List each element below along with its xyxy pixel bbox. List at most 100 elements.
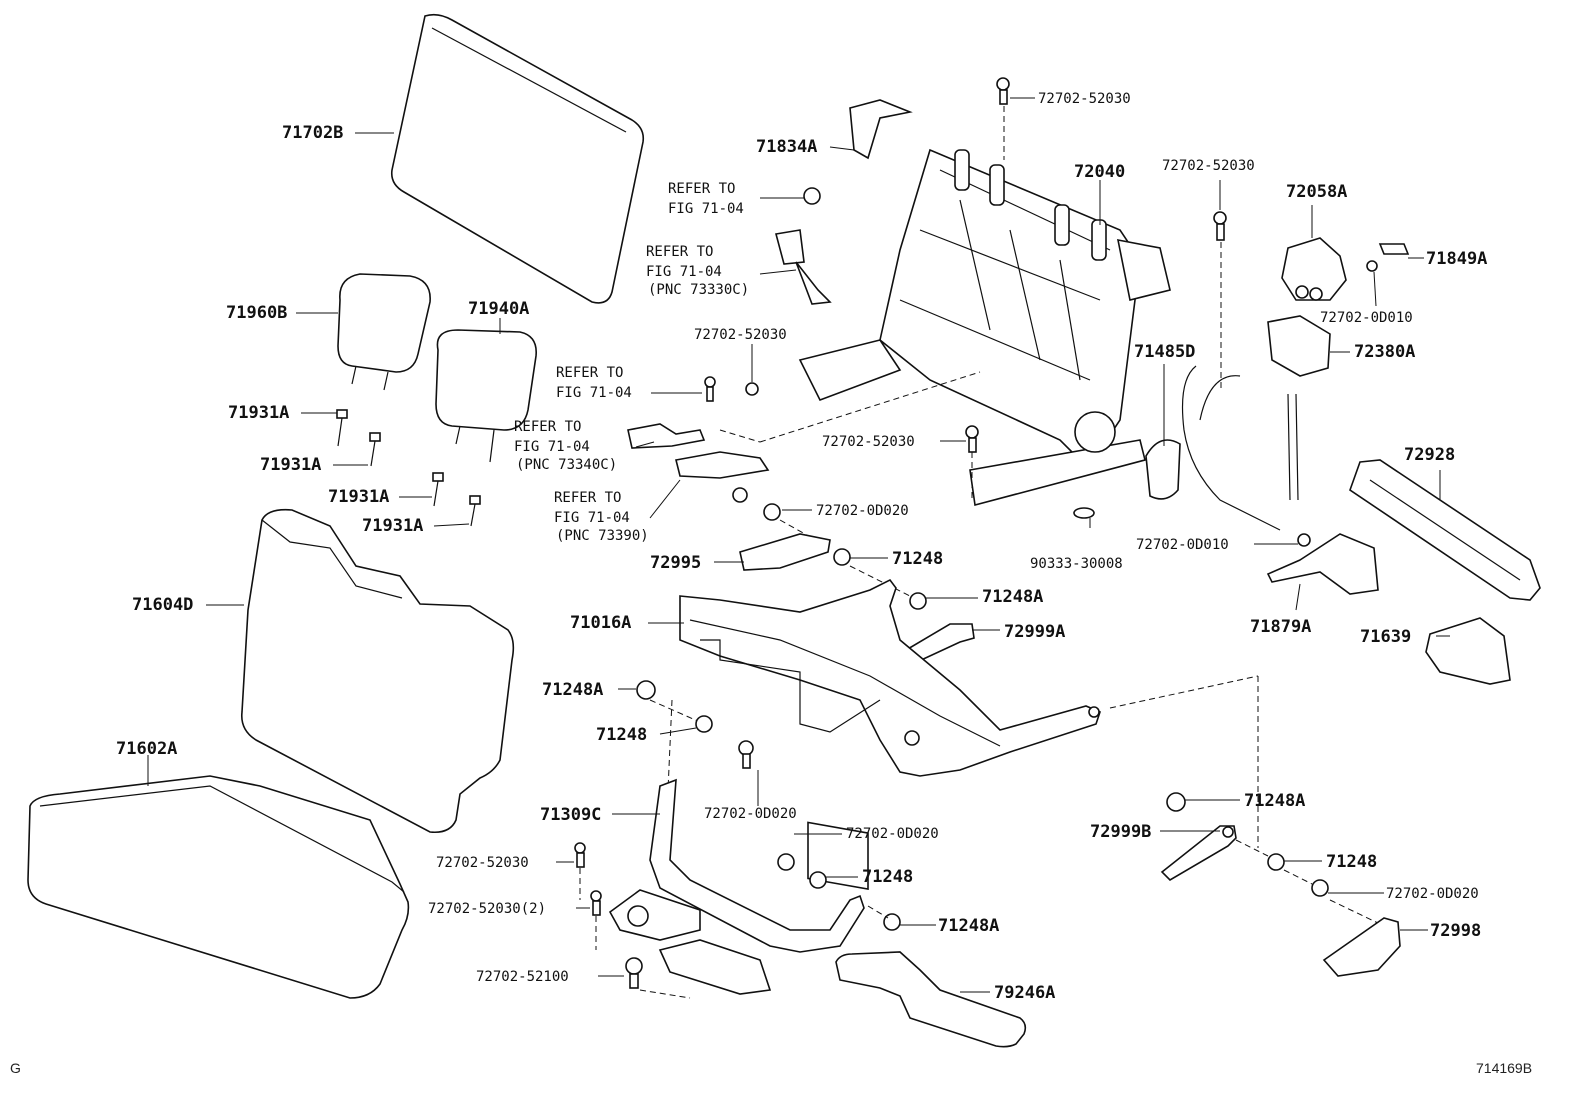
bolt-72702-0D020-left: [738, 740, 754, 769]
bracket-72999B: [1160, 825, 1237, 882]
nut-71248-mid: [809, 871, 827, 889]
bracket-72380A: [1267, 315, 1331, 377]
label-71604D: 71604D: [132, 595, 193, 615]
label-71248-d: 71248: [862, 867, 913, 887]
ref2-line1: REFER TO: [646, 244, 713, 260]
label-72995: 72995: [650, 553, 701, 573]
dash-0D020-right: [1283, 869, 1313, 885]
label-72998: 72998: [1430, 921, 1481, 941]
ref5-line1: REFER TO: [554, 490, 621, 506]
belt-buckle-lower-1: [627, 423, 706, 449]
figure-number: 714169B: [1476, 1060, 1533, 1076]
bolt-72702-0D020-upper: [763, 503, 781, 521]
label-71248A-b: 71248A: [542, 680, 603, 700]
ref2-line3: (PNC 73330C): [648, 282, 749, 298]
label-72702-52030-2: 72702-52030(2): [428, 901, 546, 917]
bolt-72702-52030-center: [965, 425, 979, 453]
label-72702-0D020-c: 72702-0D020: [846, 826, 939, 842]
label-71931A-4: 71931A: [362, 516, 423, 536]
dash-left-vertical: [667, 699, 673, 791]
label-79246A: 79246A: [994, 983, 1055, 1003]
label-72380A: 72380A: [1354, 342, 1415, 362]
nut-71248-right: [1267, 853, 1285, 871]
label-71834A: 71834A: [756, 137, 817, 157]
ref4-line3: (PNC 73340C): [516, 457, 617, 473]
label-72702-52030-a: 72702-52030: [1038, 91, 1131, 107]
bolt-72702-52030-buckle: [704, 376, 716, 402]
ref4-line2: FIG 71-04: [514, 439, 590, 455]
headrest-71960B: [337, 273, 431, 391]
dash-72998: [1329, 899, 1381, 925]
label-72702-52030-e: 72702-52030: [436, 855, 529, 871]
dash-71248-upper: [849, 565, 911, 597]
leader-71248-left: [659, 727, 697, 735]
ref3-line2: FIG 71-04: [556, 385, 632, 401]
seatback-71604D: [240, 508, 515, 834]
cover-71639: [1425, 617, 1511, 685]
label-72999B: 72999B: [1090, 822, 1151, 842]
label-71248-c: 71248: [1326, 852, 1377, 872]
label-72928: 72928: [1404, 445, 1455, 465]
label-72702-52030-d: 72702-52030: [822, 434, 915, 450]
headrest-71940A: [435, 329, 537, 463]
label-71940A: 71940A: [468, 299, 529, 319]
dash-buckle: [719, 429, 761, 443]
recliner-72058A: [1281, 237, 1347, 301]
bolt-72702-0D010-top: [1366, 260, 1378, 272]
clip-71849A: [1378, 243, 1410, 255]
label-72058A: 72058A: [1286, 182, 1347, 202]
nut-71248-left: [695, 715, 713, 733]
label-90333-30008: 90333-30008: [1030, 556, 1123, 572]
label-72702-52030-c: 72702-52030: [694, 327, 787, 343]
label-72702-52030-b: 72702-52030: [1162, 158, 1255, 174]
leader-ref2: [759, 269, 797, 275]
label-71702B: 71702B: [282, 123, 343, 143]
bolt-72702-52030-left: [745, 382, 759, 396]
ref1-line2: FIG 71-04: [668, 201, 744, 217]
bracket-71879A: [1266, 533, 1379, 595]
label-71309C: 71309C: [540, 805, 601, 825]
headrest-guide-71931A-2: [369, 432, 381, 467]
label-71248A-c: 71248A: [1244, 791, 1305, 811]
cover-72998: [1322, 917, 1401, 977]
label-71639: 71639: [1360, 627, 1411, 647]
nut-71248-upper: [833, 548, 851, 566]
label-72702-52100: 72702-52100: [476, 969, 569, 985]
dash-52100: [639, 989, 691, 999]
label-71248A-d: 71248A: [938, 916, 999, 936]
label-71931A-3: 71931A: [328, 487, 389, 507]
headrest-guide-71931A-3: [432, 472, 444, 507]
ref4-line1: REFER TO: [514, 419, 581, 435]
dash-71248A-mid: [867, 905, 889, 919]
bolt-72702-0D020-right: [1311, 879, 1329, 897]
bolt-72702-52030-lower-a: [574, 842, 586, 868]
bolt-72702-52030-right: [1213, 211, 1227, 241]
label-71879A: 71879A: [1250, 617, 1311, 637]
belt-buckle-upper: [775, 187, 832, 305]
label-71248-b: 71248: [596, 725, 647, 745]
corner-label-left: G: [10, 1060, 21, 1076]
leader-71834A: [829, 146, 855, 151]
ref2-line2: FIG 71-04: [646, 264, 722, 280]
leader-71879A: [1295, 583, 1301, 611]
label-71960B: 71960B: [226, 303, 287, 323]
nut-71248A-left: [636, 680, 656, 700]
label-72702-0D020-d: 72702-0D020: [1386, 886, 1479, 902]
ref5-line2: FIG 71-04: [554, 510, 630, 526]
nut-71248A-upper: [909, 592, 927, 610]
label-71931A-1: 71931A: [228, 403, 289, 423]
dash-buckle-frame: [759, 371, 981, 443]
leader-0D010-top: [1373, 271, 1377, 307]
ref3-line1: REFER TO: [556, 365, 623, 381]
cover-79246A: [835, 951, 1027, 1048]
label-72702-0D020-b: 72702-0D020: [704, 806, 797, 822]
rail-71309C: [649, 778, 865, 953]
label-71849A: 71849A: [1426, 249, 1487, 269]
label-71931A-2: 71931A: [260, 455, 321, 475]
label-71485D: 71485D: [1134, 342, 1195, 362]
leader-ref4: [635, 441, 655, 448]
leader-71931A-4: [433, 523, 470, 527]
lower-frame-71016A: [679, 578, 1101, 890]
